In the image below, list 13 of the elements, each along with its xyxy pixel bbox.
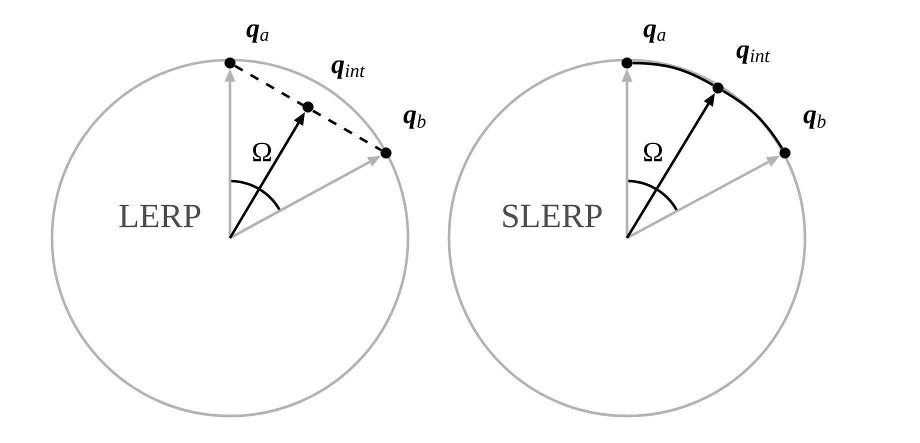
point-label: q$_{int}$ — [736, 45, 770, 64]
dashed-line — [234, 64, 382, 152]
angle-label: Ω — [644, 142, 662, 162]
point-label: q$_{b}$ — [404, 110, 426, 129]
point-label: q$_{a}$ — [644, 24, 666, 43]
point-label: q$_{a}$ — [246, 24, 268, 43]
method-label: SLERP — [503, 204, 602, 228]
angle-label: Ω — [253, 142, 271, 162]
method-label: LERP — [119, 204, 200, 228]
arc-line — [722, 90, 784, 149]
arc-line — [632, 62, 714, 86]
point-label: q$_{int}$ — [332, 60, 366, 79]
point-label: q$_{b}$ — [804, 110, 826, 129]
